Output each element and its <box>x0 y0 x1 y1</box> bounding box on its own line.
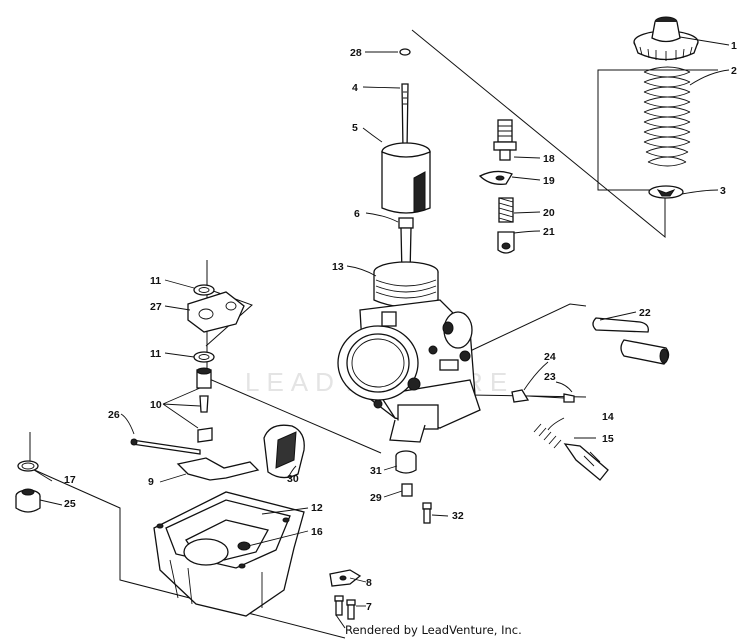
screws <box>334 595 356 620</box>
callout-28: 28 <box>350 47 362 59</box>
float-arm <box>176 457 260 481</box>
needle-valve <box>197 395 213 443</box>
callout-29: 29 <box>370 492 382 504</box>
idle-spring <box>533 423 562 449</box>
callout-21: 21 <box>543 226 555 238</box>
callout-24: 24 <box>544 351 556 363</box>
callout-9: 9 <box>148 476 154 488</box>
drain-screw <box>422 502 432 524</box>
callout-10: 10 <box>150 399 162 411</box>
starter-plunger <box>497 231 515 254</box>
callout-16: 16 <box>311 526 323 538</box>
callout-23: 23 <box>544 371 556 383</box>
callout-5: 5 <box>352 122 358 134</box>
callout-27: 27 <box>150 301 162 313</box>
callout-22: 22 <box>639 307 651 319</box>
needle-valve-seat <box>196 367 212 389</box>
float-bowl <box>153 491 305 617</box>
callouts: 1 2 3 4 5 6 7 8 9 10 11 11 12 13 14 15 1… <box>64 40 737 613</box>
washer-plate <box>478 170 513 185</box>
needle <box>401 83 409 151</box>
callout-30: 30 <box>287 473 299 485</box>
leader-lines <box>33 36 730 607</box>
callout-12: 12 <box>311 502 323 514</box>
cable-adjuster <box>493 119 517 161</box>
float-pin <box>130 438 201 455</box>
o-ring-top <box>193 284 215 296</box>
starter-spring <box>498 197 514 223</box>
callout-4: 4 <box>352 82 358 94</box>
main-jet-holder <box>395 450 417 474</box>
callout-11-top: 11 <box>150 275 161 287</box>
callout-3: 3 <box>720 185 726 197</box>
callout-19: 19 <box>543 175 555 187</box>
callout-32: 32 <box>452 510 464 522</box>
top-cap <box>633 16 699 61</box>
callout-1: 1 <box>731 40 737 52</box>
spring-seat <box>648 185 684 199</box>
spring <box>643 66 691 167</box>
callout-26: 26 <box>108 409 120 421</box>
callout-15: 15 <box>602 433 614 445</box>
idle-screw <box>563 443 609 481</box>
carburetor-body <box>337 261 481 443</box>
callout-31: 31 <box>370 465 382 477</box>
main-jet <box>401 483 413 497</box>
callout-14: 14 <box>602 411 614 423</box>
throttle-slide <box>381 142 431 214</box>
gasket <box>187 291 245 333</box>
render-credit: Rendered by LeadVenture, Inc. <box>345 623 522 637</box>
callout-11-mid: 11 <box>150 348 161 360</box>
callout-13: 13 <box>332 261 344 273</box>
sleeve-22 <box>592 317 670 365</box>
needle-clip <box>399 48 411 56</box>
float <box>263 424 305 479</box>
callout-18: 18 <box>543 153 555 165</box>
drain-plug <box>15 488 41 513</box>
drain-o-ring <box>17 460 39 472</box>
callout-8: 8 <box>366 577 372 589</box>
callout-20: 20 <box>543 207 555 219</box>
callout-2: 2 <box>731 65 737 77</box>
o-ring-mid <box>193 351 215 363</box>
callout-17: 17 <box>64 474 76 486</box>
callout-7: 7 <box>366 601 372 613</box>
callout-6: 6 <box>354 208 360 220</box>
air-screw <box>511 389 575 403</box>
callout-25: 25 <box>64 498 76 510</box>
bracket <box>329 569 362 587</box>
